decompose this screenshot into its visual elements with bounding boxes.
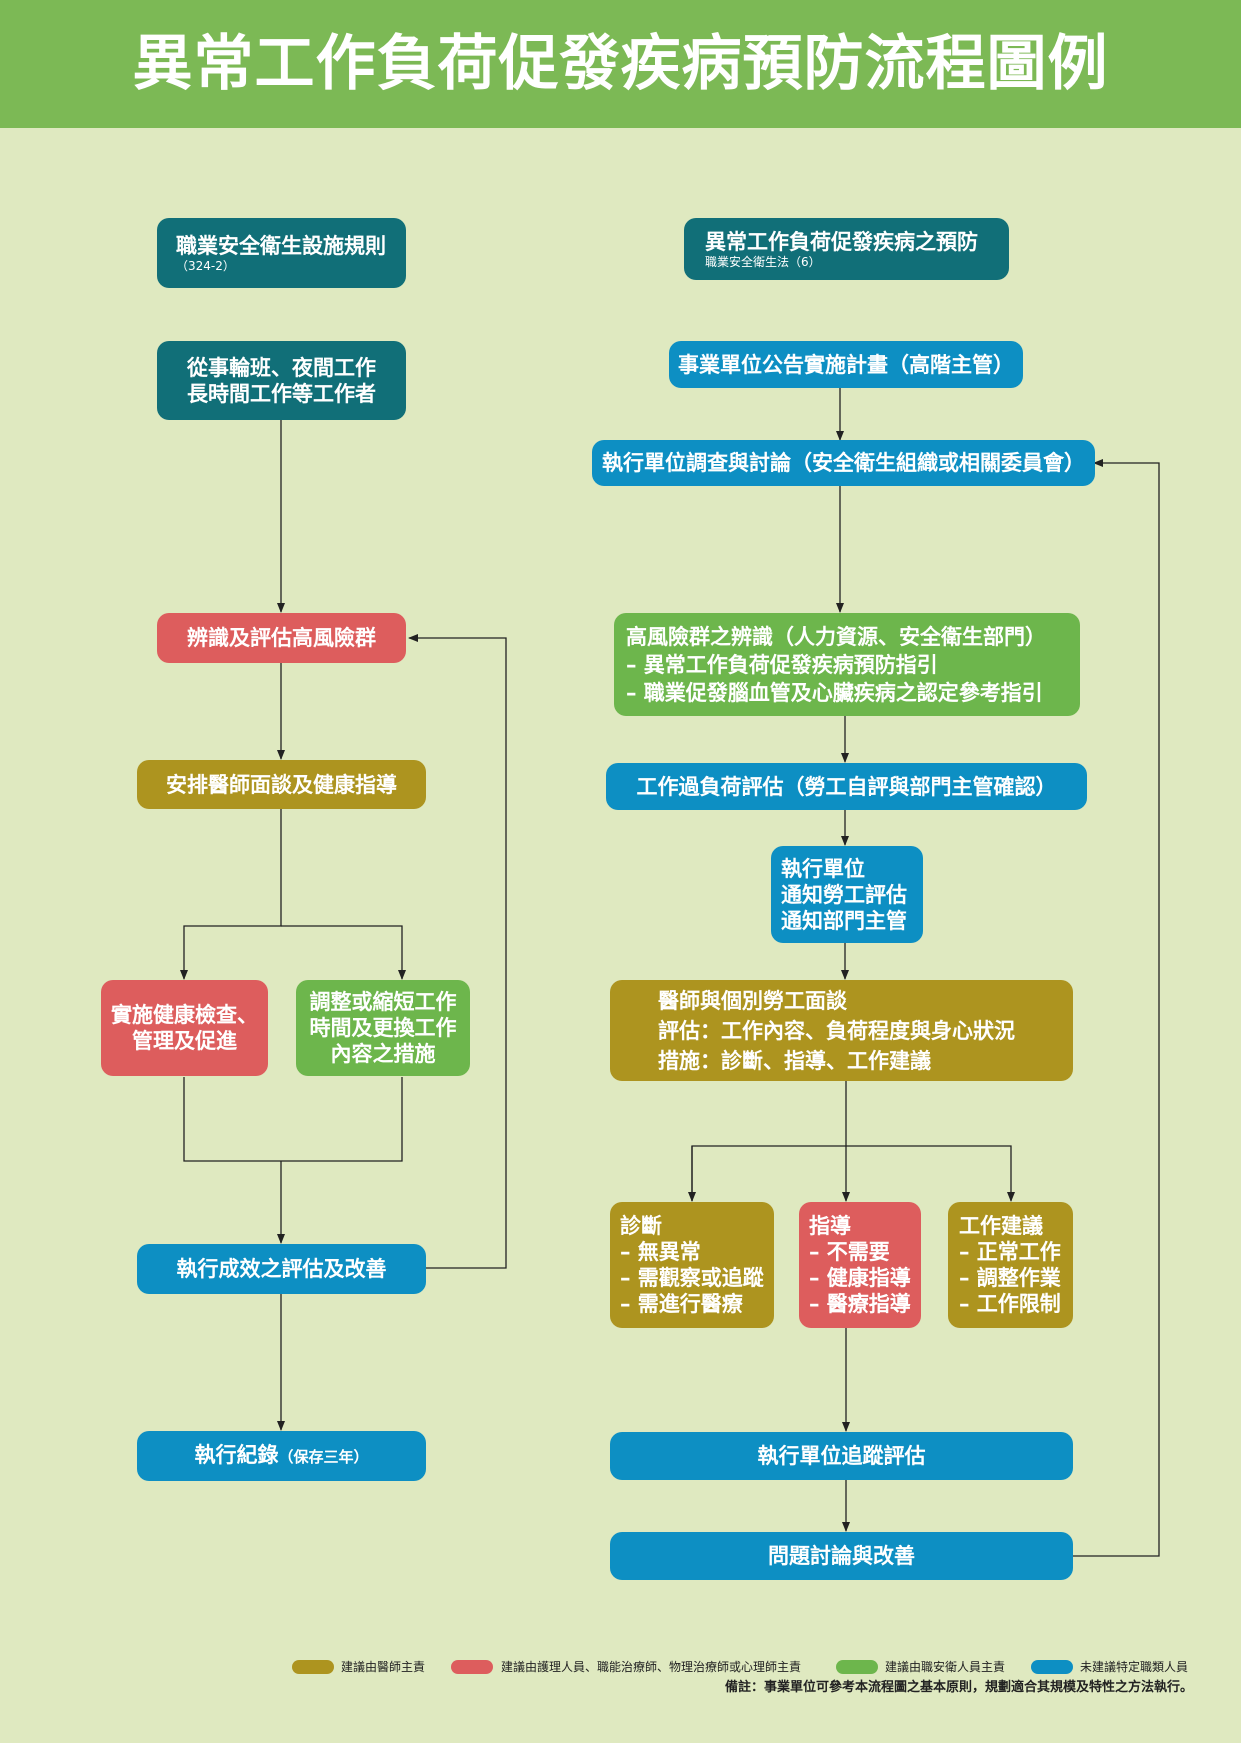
work-advice-item: – 工作限制	[959, 1292, 1061, 1316]
guidance-item: – 醫療指導	[809, 1292, 911, 1316]
interview-line-3: 措施：診斷、指導、工作建議	[658, 1048, 931, 1073]
line-arrange-split	[180, 809, 282, 980]
adjust-line-2: 時間及更換工作	[309, 1016, 457, 1040]
survey-discuss-box: 執行單位調查與討論（安全衛生組織或相關委員會）	[592, 440, 1095, 486]
announce-plan-label: 事業單位公告實施計畫（高階主管）	[678, 352, 1014, 377]
record-note: （保存三年）	[278, 1448, 369, 1466]
legend-label-doctor: 建議由醫師主責	[341, 1660, 426, 1674]
legend-label-nurse: 建議由護理人員、職能治療師、物理治療師或心理師主責	[501, 1660, 802, 1674]
adjust-line-3: 內容之措施	[330, 1042, 436, 1066]
work-advice-item: – 調整作業	[959, 1266, 1061, 1290]
legend-swatch-doctor	[292, 1660, 334, 1674]
guidance-item: – 健康指導	[809, 1266, 911, 1290]
evaluate-improve-label: 執行成效之評估及改善	[176, 1257, 387, 1281]
page-title: 異常工作負荷促發疾病預防流程圖例	[132, 29, 1109, 99]
guidance-title: 指導	[809, 1214, 851, 1238]
legend-swatch-nurse	[451, 1660, 493, 1674]
notify-line-2: 通知勞工評估	[781, 882, 907, 907]
highrisk-item-2: – 職業促發腦血管及心臟疾病之認定參考指引	[626, 680, 1043, 705]
law-ref: 職業安全衛生法（6）	[705, 254, 821, 269]
line-outcome-split	[691, 1145, 1015, 1202]
line-merge-to-evaluate	[183, 1077, 403, 1162]
survey-discuss-label: 執行單位調查與討論（安全衛生組織或相關委員會）	[602, 451, 1085, 475]
diagnosis-item: – 需觀察或追蹤	[620, 1266, 764, 1290]
tracking-label: 執行單位追蹤評估	[757, 1444, 926, 1468]
notify-line-1: 執行單位	[781, 856, 865, 881]
regulation-box: 職業安全衛生設施規則 （324-2）	[157, 218, 406, 288]
loop-evaluate-to-identify	[408, 634, 507, 1269]
discussion-label: 問題討論與改善	[768, 1544, 915, 1568]
highrisk-title: 高風險群之辨識（人力資源、安全衛生部門）	[626, 624, 1046, 649]
diagnosis-item: – 無異常	[620, 1240, 701, 1264]
diagnosis-title: 診斷	[620, 1214, 662, 1238]
law-box: 異常工作負荷促發疾病之預防 職業安全衛生法（6）	[684, 218, 1009, 280]
guidance-box: 指導 – 不需要 – 健康指導 – 醫療指導	[799, 1202, 921, 1328]
law-title: 異常工作負荷促發疾病之預防	[705, 229, 978, 254]
notify-box: 執行單位 通知勞工評估 通知部門主管	[771, 846, 923, 943]
adjust-work-box: 調整或縮短工作 時間及更換工作 內容之措施	[296, 980, 470, 1076]
legend: 建議由醫師主責 建議由護理人員、職能治療師、物理治療師或心理師主責 建議由職安衛…	[0, 1650, 1241, 1680]
health-line-2: 管理及促進	[132, 1029, 237, 1053]
regulation-ref: （324-2）	[176, 258, 235, 273]
line-arrange-split-right	[281, 925, 406, 980]
footnote: 備註：事業單位可參考本流程圖之基本原則，規劃適合其規模及特性之方法執行。	[724, 1680, 1193, 1695]
legend-label-unspecified: 未建議特定職類人員	[1080, 1660, 1189, 1674]
target-workers-box: 從事輪班、夜間工作 長時間工作等工作者	[157, 341, 406, 420]
interview-line-2: 評估：工作內容、負荷程度與身心狀況	[658, 1018, 1015, 1043]
health-check-box: 實施健康檢查、 管理及促進	[101, 980, 268, 1076]
interview-line-1: 醫師與個別勞工面談	[658, 988, 847, 1013]
notify-line-3: 通知部門主管	[781, 908, 907, 933]
announce-plan-box: 事業單位公告實施計畫（高階主管）	[669, 341, 1023, 388]
highrisk-item-1: – 異常工作負荷促發疾病預防指引	[626, 652, 938, 677]
tracking-box: 執行單位追蹤評估	[610, 1432, 1073, 1480]
adjust-line-1: 調整或縮短工作	[309, 990, 457, 1014]
guidance-item: – 不需要	[809, 1240, 890, 1264]
identify-risk-box: 辨識及評估高風險群	[157, 613, 406, 663]
doctor-interview-box: 醫師與個別勞工面談 評估：工作內容、負荷程度與身心狀況 措施：診斷、指導、工作建…	[610, 980, 1073, 1081]
diagnosis-box: 診斷 – 無異常 – 需觀察或追蹤 – 需進行醫療	[610, 1202, 774, 1328]
loop-discussion-to-survey	[1072, 459, 1160, 1557]
page-header: 異常工作負荷促發疾病預防流程圖例	[0, 0, 1241, 128]
diagnosis-item: – 需進行醫療	[620, 1292, 743, 1316]
work-advice-box: 工作建議 – 正常工作 – 調整作業 – 工作限制	[948, 1202, 1073, 1328]
arrange-interview-label: 安排醫師面談及健康指導	[166, 772, 397, 797]
record-main: 執行紀錄	[194, 1443, 279, 1467]
work-advice-item: – 正常工作	[959, 1240, 1061, 1264]
health-line-1: 實施健康檢查、	[111, 1003, 258, 1027]
target-line-2: 長時間工作等工作者	[187, 381, 376, 406]
overload-assess-label: 工作過負荷評估（勞工自評與部門主管確認）	[636, 774, 1057, 799]
record-label: 執行紀錄（保存三年）	[194, 1442, 368, 1470]
identify-risk-label: 辨識及評估高風險群	[187, 626, 376, 650]
regulation-title: 職業安全衛生設施規則	[176, 233, 386, 258]
legend-label-safety: 建議由職安衛人員主責	[885, 1660, 1006, 1674]
evaluate-improve-box: 執行成效之評估及改善	[137, 1244, 426, 1294]
discussion-box: 問題討論與改善	[610, 1532, 1073, 1580]
overload-assess-box: 工作過負荷評估（勞工自評與部門主管確認）	[606, 763, 1087, 810]
work-advice-title: 工作建議	[959, 1214, 1043, 1238]
target-line-1: 從事輪班、夜間工作	[187, 355, 376, 380]
highrisk-identify-box: 高風險群之辨識（人力資源、安全衛生部門） – 異常工作負荷促發疾病預防指引 – …	[614, 613, 1080, 716]
record-box: 執行紀錄（保存三年）	[137, 1431, 426, 1481]
arrange-interview-box: 安排醫師面談及健康指導	[137, 760, 426, 809]
legend-swatch-safety	[836, 1660, 878, 1674]
legend-swatch-unspecified	[1031, 1660, 1073, 1674]
